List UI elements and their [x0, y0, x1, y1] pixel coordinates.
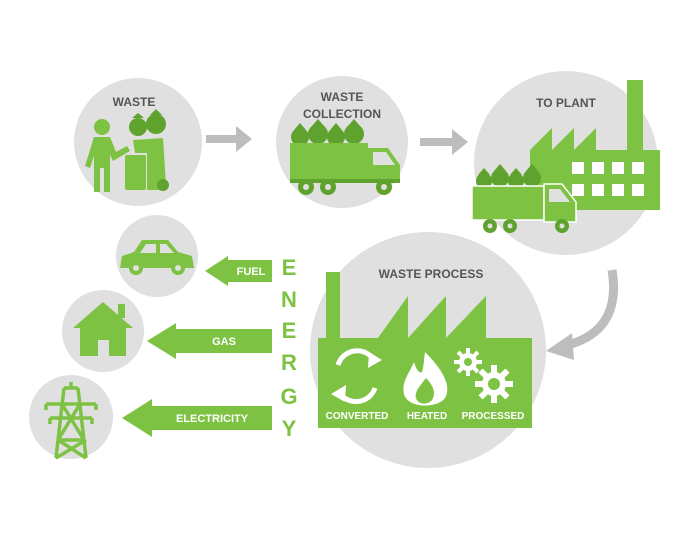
collection-label-line1: WASTE	[321, 90, 364, 104]
heated-label: HEATED	[407, 411, 447, 422]
flame-icon	[403, 352, 448, 406]
power-tower-icon	[44, 382, 98, 460]
electricity-label: ELECTRICITY	[176, 413, 249, 425]
energy-label: E N E R G Y	[280, 255, 297, 441]
energy-letter: E	[282, 255, 297, 280]
arrow-waste-to-collection	[206, 126, 252, 152]
recycle-icon	[331, 348, 382, 405]
car-icon	[120, 240, 194, 275]
converted-label: CONVERTED	[326, 411, 389, 422]
garbage-truck-icon	[290, 119, 400, 195]
energy-letter: Y	[282, 416, 297, 441]
gas-arrow	[147, 323, 272, 359]
energy-letter: G	[280, 384, 297, 409]
arrow-collection-to-plant	[420, 129, 468, 155]
electricity-arrow	[122, 399, 272, 437]
energy-letter: E	[282, 318, 297, 343]
gears-icon	[454, 348, 513, 403]
fuel-label: FUEL	[237, 266, 266, 278]
waste-label: WASTE	[113, 95, 156, 109]
gas-label: GAS	[212, 336, 236, 348]
processed-label: PROCESSED	[462, 411, 525, 422]
plant-label: TO PLANT	[536, 96, 596, 110]
house-icon	[73, 302, 133, 356]
process-label: WASTE PROCESS	[379, 267, 484, 281]
energy-letter: N	[281, 287, 297, 312]
factory-truck-icon	[471, 80, 660, 233]
fuel-arrow	[205, 256, 272, 286]
arrow-plant-to-process	[546, 269, 619, 360]
person-trash-bin-icon	[85, 109, 169, 192]
collection-label-line2: COLLECTION	[303, 107, 381, 121]
energy-letter: R	[281, 350, 297, 375]
